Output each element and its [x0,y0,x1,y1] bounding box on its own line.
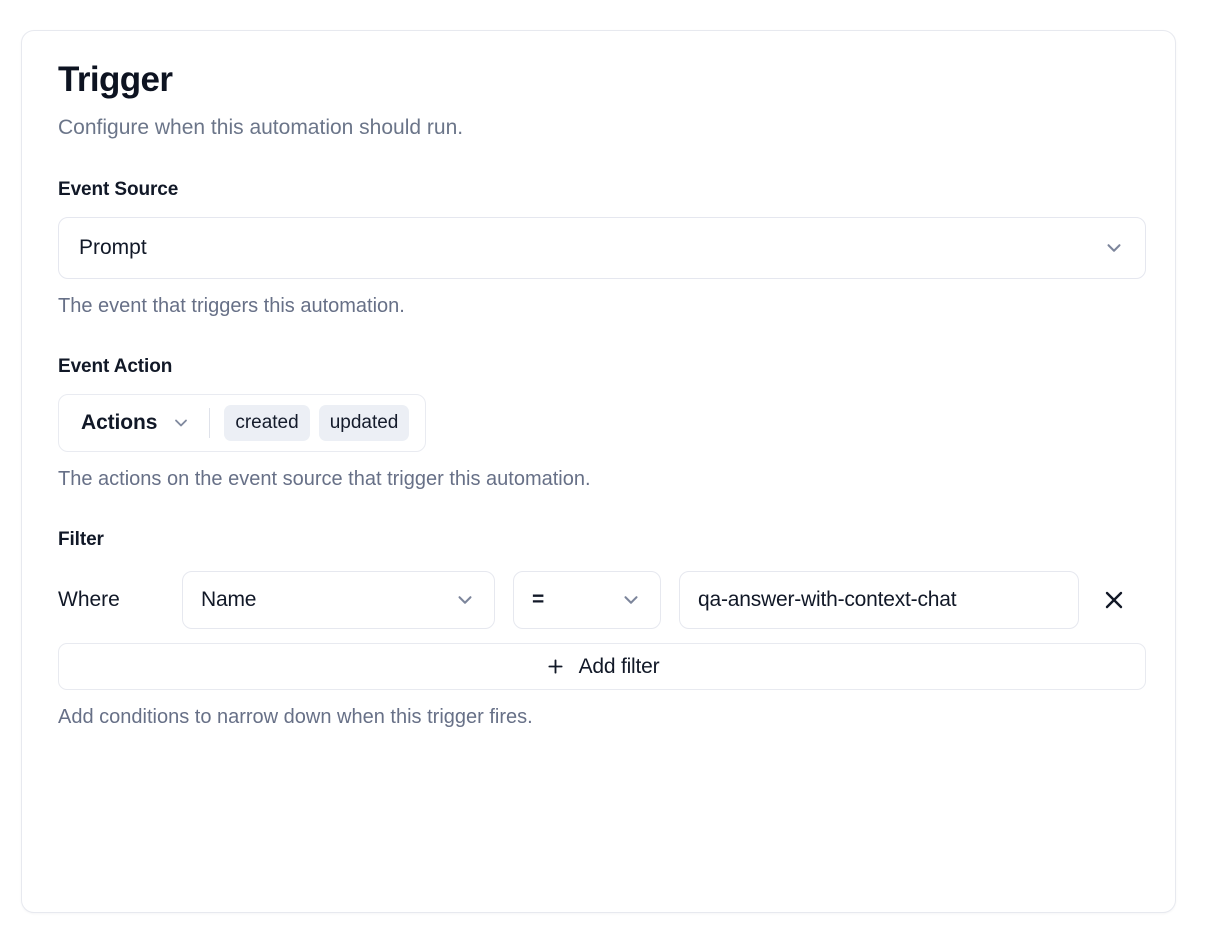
event-action-field: Event Action Actions created updated The… [58,355,1139,491]
trigger-card: Trigger Configure when this automation s… [21,30,1176,913]
filter-field-select[interactable]: Name [182,571,495,629]
plus-icon [545,656,566,677]
filter-label: Filter [58,529,104,550]
filter-operator-select[interactable]: = [513,571,661,629]
filter-field-value: Name [201,588,257,611]
chevron-down-icon [1103,237,1125,259]
filter-operator-value: = [532,588,545,611]
selected-actions-chips: created updated [224,405,410,441]
add-filter-label: Add filter [578,654,660,678]
event-action-multiselect[interactable]: Actions created updated [58,394,427,452]
action-chip[interactable]: created [224,405,310,441]
event-source-field: Event Source Prompt The event that trigg… [58,178,1146,318]
filter-help: Add conditions to narrow down when this … [58,706,533,728]
page-subtitle: Configure when this automation should ru… [58,116,464,139]
filter-value-input[interactable]: qa-answer-with-context-chat [679,571,1079,629]
event-source-value: Prompt [79,236,147,259]
event-action-help: The actions on the event source that tri… [58,468,591,490]
chevron-down-icon[interactable] [171,413,191,433]
filter-field: Filter Where Name = qa-answer-with-c [58,528,1146,729]
remove-filter-button[interactable] [1095,581,1133,619]
where-label: Where [58,588,120,611]
chevron-down-icon [454,589,476,611]
filter-row: Where Name = qa-answer-with-context-chat [58,571,1139,629]
vertical-divider [209,408,211,438]
add-filter-button[interactable]: Add filter [58,643,1146,690]
event-action-trigger-label: Actions [81,411,158,434]
event-source-label: Event Source [58,179,179,200]
event-source-select[interactable]: Prompt [58,217,1146,279]
chevron-down-icon [620,589,642,611]
filter-value-text: qa-answer-with-context-chat [698,588,957,611]
event-action-label: Event Action [58,356,173,377]
page-title: Trigger [58,60,173,99]
event-source-help: The event that triggers this automation. [58,295,405,317]
action-chip[interactable]: updated [318,405,410,441]
close-icon [1102,588,1126,612]
